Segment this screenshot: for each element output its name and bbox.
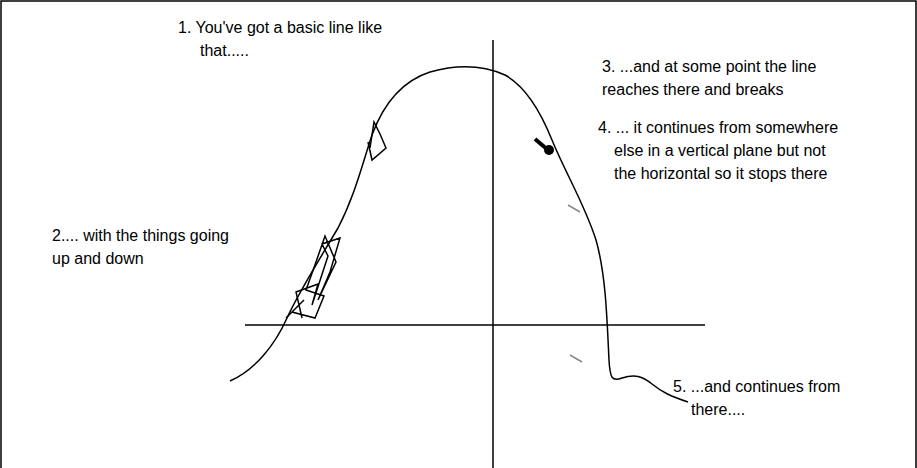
up-down-scribble	[286, 236, 340, 318]
annotation-text: 4. ... it continues from somewhere else …	[598, 119, 838, 182]
vertical-axis	[492, 40, 494, 468]
basic-curve	[230, 67, 688, 402]
annotation-text: 2.... with the things going up and down	[52, 224, 242, 270]
break-point	[544, 145, 554, 155]
annotation-text: 1. You've got a basic line like that....…	[178, 16, 415, 62]
gap-mark	[570, 355, 582, 362]
annotation-text: 5. ...and continues from there....	[673, 375, 866, 421]
up-down-scribble	[368, 122, 386, 160]
annotation-text: 3. ...and at some point the line reaches…	[602, 55, 847, 101]
annotation-text: 1. You've got a basic line like that....…	[178, 19, 382, 59]
annotation-text: 5. ...and continues from there....	[673, 378, 840, 418]
gap-mark	[568, 205, 580, 212]
horizontal-axis	[245, 324, 705, 326]
annotation-text: 2.... with the things going up and down	[52, 227, 229, 267]
annotation-text: 4. ... it continues from somewhere else …	[598, 116, 846, 185]
annotation-text: 3. ...and at some point the line reaches…	[602, 58, 816, 98]
